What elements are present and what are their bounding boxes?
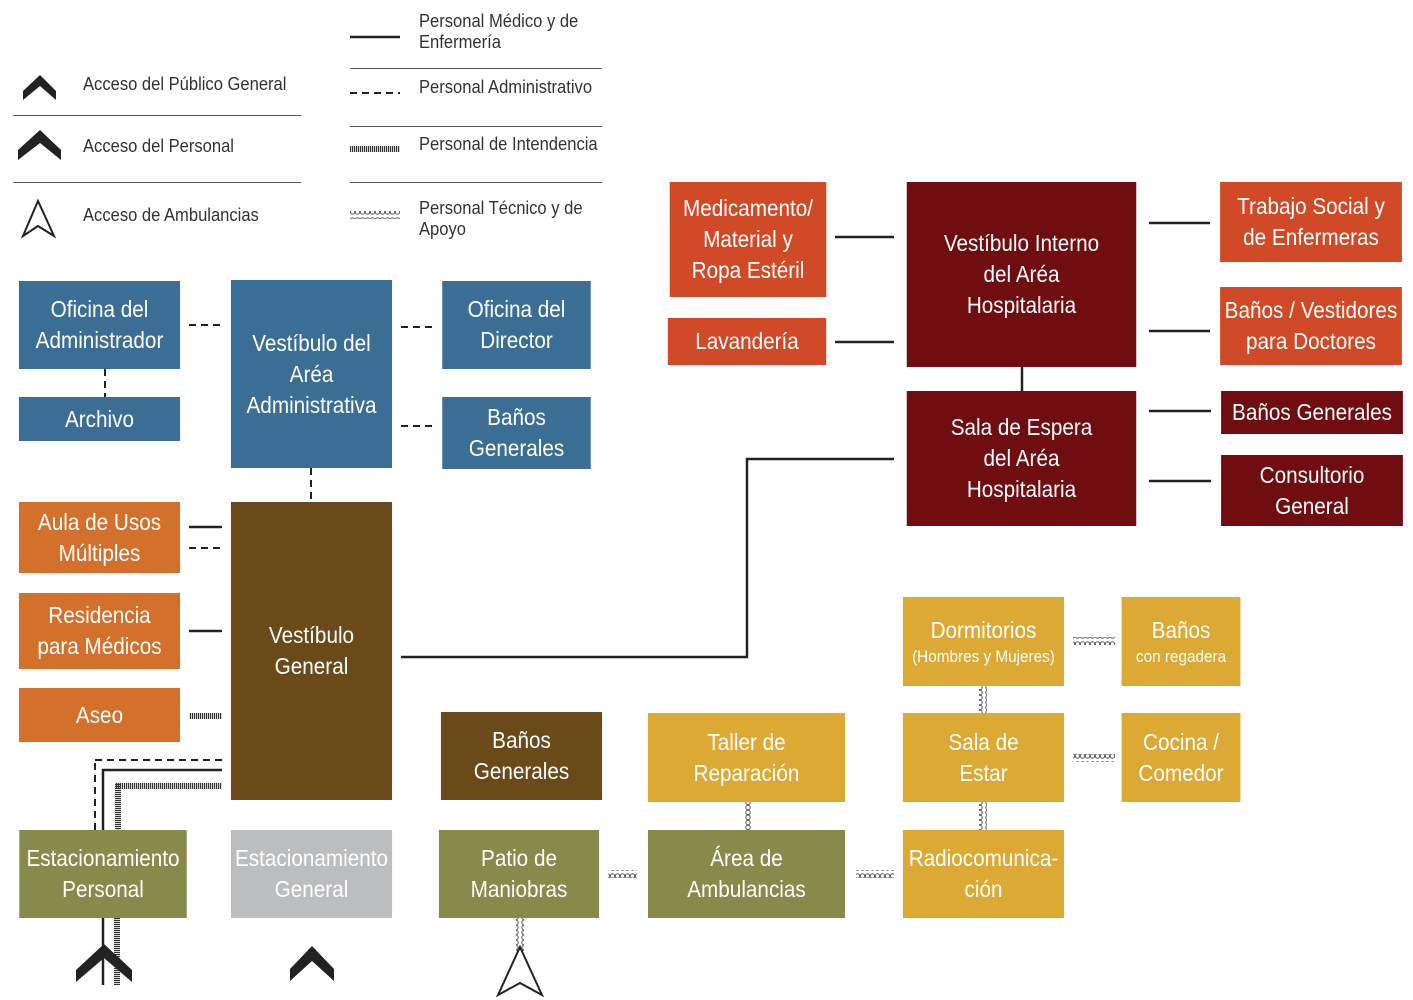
- legend-hatched-line: [350, 146, 400, 152]
- legend-separator: [350, 126, 602, 127]
- admin-restrooms-box: Baños Generales: [442, 397, 591, 469]
- general-consultation-box: Consultorio General: [1221, 455, 1403, 526]
- legend-separator: [350, 182, 602, 183]
- kitchen-dining-label: Cocina / Comedor: [1138, 728, 1224, 786]
- archive-label: Archivo: [64, 405, 135, 432]
- maneuver-yard-box: Patio de Maniobras: [438, 830, 600, 918]
- admin-office-box: Oficina del Administrador: [18, 281, 181, 369]
- social-work-box: Trabajo Social y de Enfermeras: [1220, 182, 1402, 262]
- doctors-lockers-box: Baños / Vestidores para Doctores: [1220, 287, 1402, 365]
- general-parking-label: Estacionamiento General: [234, 845, 389, 902]
- cleaning-connections: [114, 713, 222, 985]
- legend-public-access-label: Acceso del Público General: [83, 74, 287, 94]
- legend-cleaning-staff-label: Personal de Intendencia: [419, 134, 598, 154]
- central-restrooms-box: Baños Generales: [440, 712, 603, 800]
- admin-office-label: Oficina del Administrador: [35, 296, 164, 353]
- radio-communication-box: Radiocomunica- ción: [902, 830, 1065, 918]
- hospital-internal-lobby-box: Vestíbulo Interno del Aréa Hospitalaria: [906, 182, 1137, 367]
- general-lobby-box: Vestíbulo General: [230, 502, 393, 800]
- multipurpose-room-label: Aula de Usos Múltiples: [37, 508, 162, 566]
- living-room-box: Sala de Estar: [902, 713, 1065, 802]
- sterile-supplies-label: Medicamento/ Material y Ropa Estéril: [682, 195, 814, 283]
- director-office-label: Oficina del Director: [467, 296, 566, 353]
- ambulance-access-icon: [495, 944, 545, 998]
- staff-access-icon: [76, 944, 132, 982]
- hospital-waiting-room-label: Sala de Espera del Aréa Hospitalaria: [950, 414, 1093, 502]
- general-consultation-label: Consultorio General: [1259, 461, 1365, 519]
- laundry-label: Lavandería: [695, 328, 799, 354]
- legend-separator: [13, 182, 301, 183]
- laundry-box: Lavandería: [667, 318, 827, 365]
- public-access-chevron-icon: [23, 75, 56, 100]
- cleaning-room-box: Aseo: [18, 688, 181, 742]
- admin-lobby-box: Vestíbulo del Aréa Administrativa: [230, 280, 393, 468]
- general-parking-box: Estacionamiento General: [230, 830, 393, 918]
- public-access-icon: [290, 946, 334, 981]
- director-office-box: Oficina del Director: [442, 281, 591, 369]
- admin-lobby-label: Vestíbulo del Aréa Administrativa: [246, 329, 377, 418]
- ambulance-area-box: Área de Ambulancias: [647, 830, 846, 918]
- legend-staff-access-label: Acceso del Personal: [83, 136, 234, 156]
- radio-communication-label: Radiocomunica- ción: [908, 845, 1059, 902]
- legend-separator: [13, 115, 301, 116]
- hospital-internal-lobby-label: Vestíbulo Interno del Aréa Hospitalaria: [943, 230, 1100, 318]
- shower-restrooms-label: Baños: [1151, 617, 1211, 643]
- doctors-residence-label: Residencia para Médicos: [37, 602, 162, 659]
- maneuver-yard-label: Patio de Maniobras: [470, 845, 568, 902]
- general-lobby-label: Vestíbulo General: [268, 622, 355, 679]
- admin-connections: [94, 324, 434, 830]
- legend-medical-staff-label: Personal Médico y de Enfermería: [419, 11, 579, 52]
- legend-technical-staff-label: Personal Técnico y de Apoyo: [419, 198, 583, 239]
- shower-restrooms-sublabel: con regadera: [1135, 647, 1227, 666]
- staff-access-chevron-icon: [18, 130, 61, 160]
- repair-shop-label: Taller de Reparación: [693, 728, 800, 786]
- archive-box: Archivo: [18, 397, 181, 441]
- ambulance-access-arrow-icon: [20, 198, 57, 239]
- dormitories-label: Dormitorios: [930, 617, 1037, 643]
- dormitories-box: Dormitorios (Hombres y Mujeres): [902, 597, 1065, 686]
- doctors-residence-box: Residencia para Médicos: [18, 593, 181, 669]
- hospital-restrooms-label: Baños Generales: [1232, 399, 1392, 425]
- legend-chain-line: [350, 211, 400, 219]
- hospital-waiting-room-box: Sala de Espera del Aréa Hospitalaria: [906, 391, 1137, 526]
- legend-admin-staff-label: Personal Administrativo: [419, 77, 593, 97]
- multipurpose-room-box: Aula de Usos Múltiples: [18, 502, 181, 573]
- shower-restrooms-box: Baños con regadera: [1121, 597, 1241, 686]
- social-work-label: Trabajo Social y de Enfermeras: [1237, 193, 1385, 250]
- staff-parking-label: Estacionamiento Personal: [26, 845, 180, 902]
- dormitories-sublabel: (Hombres y Mujeres): [912, 647, 1055, 666]
- technical-connections: [516, 637, 1115, 958]
- medical-connections: [101, 221, 1211, 985]
- legend-ambulance-access-label: Acceso de Ambulancias: [83, 205, 259, 225]
- living-room-label: Sala de Estar: [948, 728, 1019, 786]
- kitchen-dining-box: Cocina / Comedor: [1121, 713, 1241, 802]
- ambulance-area-label: Área de Ambulancias: [687, 845, 806, 902]
- staff-parking-box: Estacionamiento Personal: [19, 830, 187, 918]
- sterile-supplies-box: Medicamento/ Material y Ropa Estéril: [669, 182, 827, 297]
- doctors-lockers-label: Baños / Vestidores para Doctores: [1224, 297, 1398, 354]
- central-restrooms-label: Baños Generales: [473, 727, 570, 784]
- legend-separator: [350, 68, 602, 69]
- legend-access-icons: [18, 75, 61, 239]
- admin-restrooms-label: Baños Generales: [468, 404, 565, 461]
- repair-shop-box: Taller de Reparación: [647, 713, 846, 802]
- hospital-restrooms-box: Baños Generales: [1221, 391, 1403, 434]
- cleaning-room-label: Aseo: [75, 701, 124, 728]
- legend-line-samples: [350, 35, 400, 219]
